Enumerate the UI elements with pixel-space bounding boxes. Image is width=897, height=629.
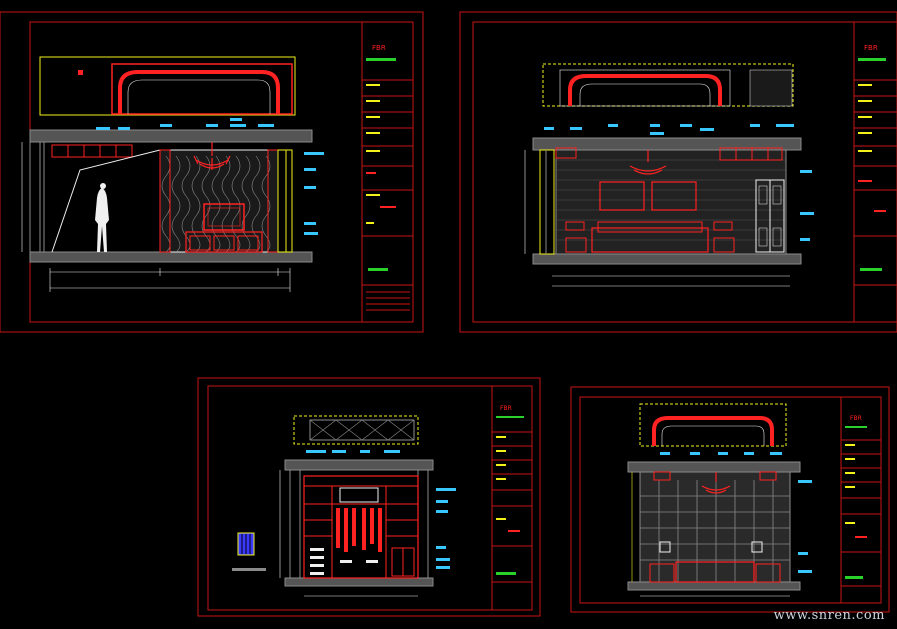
ceiling-detail xyxy=(542,63,794,107)
human-figure xyxy=(95,188,109,252)
title-block: FBR xyxy=(840,397,881,603)
ceiling-detail xyxy=(293,415,419,445)
chandelier xyxy=(193,142,231,170)
sheet-top-right: FBR xyxy=(459,11,897,333)
title-block: FBR xyxy=(853,22,897,322)
wardrobe-elevation xyxy=(232,450,456,597)
elevation-drawing xyxy=(627,452,812,597)
sheet-bottom-left: FBR xyxy=(197,377,541,617)
sheet-brand: FBR xyxy=(864,44,878,52)
watermark: www.snren.com xyxy=(773,608,885,623)
title-block: FBR xyxy=(361,22,413,322)
sheet-top-left: FBR xyxy=(0,11,424,333)
elevation-drawing xyxy=(524,124,814,287)
chandelier xyxy=(629,150,667,175)
sheet-bottom-right: FBR xyxy=(570,386,890,613)
sheet-brand: FBR xyxy=(500,405,512,412)
ceiling-detail xyxy=(639,403,787,447)
chandelier xyxy=(701,472,731,494)
ceiling-detail xyxy=(39,56,296,116)
elevation-drawing xyxy=(21,118,324,292)
sheet-brand: FBR xyxy=(372,44,386,52)
sheet-brand: FBR xyxy=(850,415,862,422)
title-block: FBR xyxy=(491,386,532,610)
